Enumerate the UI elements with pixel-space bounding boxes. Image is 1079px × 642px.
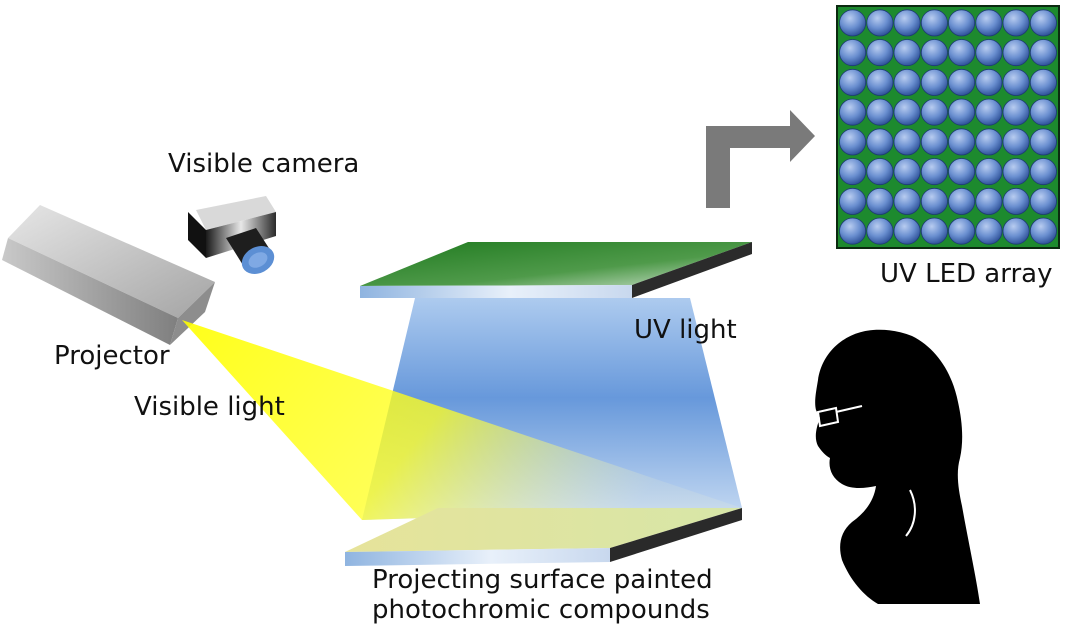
uv-led [839,128,867,156]
uv-led [866,158,894,186]
uv-led [975,98,1003,126]
uv-led [839,187,867,215]
uv-led [839,217,867,245]
uv-led [1029,158,1057,186]
led-array-frame [836,5,1060,249]
projecting-surface-label-line1: Projecting surface painted [372,565,713,595]
uv-led [893,187,921,215]
uv-led [893,68,921,96]
projecting-surface-label-line2: photochromic compounds [372,594,710,625]
uv-led [866,98,894,126]
uv-led [866,217,894,245]
led-grid [839,9,1057,245]
uv-led [920,98,948,126]
uv-led [920,187,948,215]
uv-led [839,158,867,186]
uv-led [1002,187,1030,215]
uv-led [975,68,1003,96]
uv-led [975,128,1003,156]
projecting-surface-label: Projecting surface painted photochromic … [372,565,713,626]
uv-led [1029,98,1057,126]
uv-led [948,217,976,245]
projecting-surface [345,508,742,566]
uv-led [920,39,948,67]
uv-led [948,187,976,215]
camera-device [188,196,276,274]
uv-led [920,68,948,96]
visible-light-label: Visible light [134,392,285,422]
uv-led [948,39,976,67]
uv-led-array-label: UV LED array [880,259,1053,289]
uv-led [1002,68,1030,96]
uv-led [1002,217,1030,245]
uv-led [948,98,976,126]
uv-led [920,217,948,245]
uv-led-panel [360,242,752,298]
uv-led [1029,68,1057,96]
projector-device [2,205,215,345]
projector-label: Projector [54,341,170,371]
uv-led [920,158,948,186]
uv-led [975,187,1003,215]
uv-led [1029,187,1057,215]
uv-led [1029,39,1057,67]
uv-led [975,9,1003,37]
uv-led [866,187,894,215]
uv-led [893,217,921,245]
uv-led [920,128,948,156]
visible-camera-label: Visible camera [168,149,360,179]
uv-led [948,68,976,96]
uv-led [866,68,894,96]
uv-led [866,9,894,37]
uv-led [1029,217,1057,245]
uv-led [893,128,921,156]
uv-led [1002,9,1030,37]
uv-led [893,39,921,67]
uv-led [948,9,976,37]
uv-led [1002,158,1030,186]
uv-led [839,98,867,126]
uv-led [839,9,867,37]
uv-led [839,68,867,96]
uv-led [893,9,921,37]
visible-light-beam [182,320,742,520]
uv-led [975,39,1003,67]
uv-light-label: UV light [634,315,737,345]
uv-led [839,39,867,67]
arrow-to-led-array [706,110,815,208]
uv-led [975,158,1003,186]
uv-led [866,39,894,67]
uv-led [975,217,1003,245]
uv-led [893,98,921,126]
uv-led [1002,128,1030,156]
uv-led [893,158,921,186]
person-silhouette [815,329,980,604]
uv-led [1029,128,1057,156]
uv-led [920,9,948,37]
uv-led [1002,98,1030,126]
uv-led [866,128,894,156]
uv-led [1002,39,1030,67]
uv-led [1029,9,1057,37]
uv-led [948,158,976,186]
uv-led [948,128,976,156]
